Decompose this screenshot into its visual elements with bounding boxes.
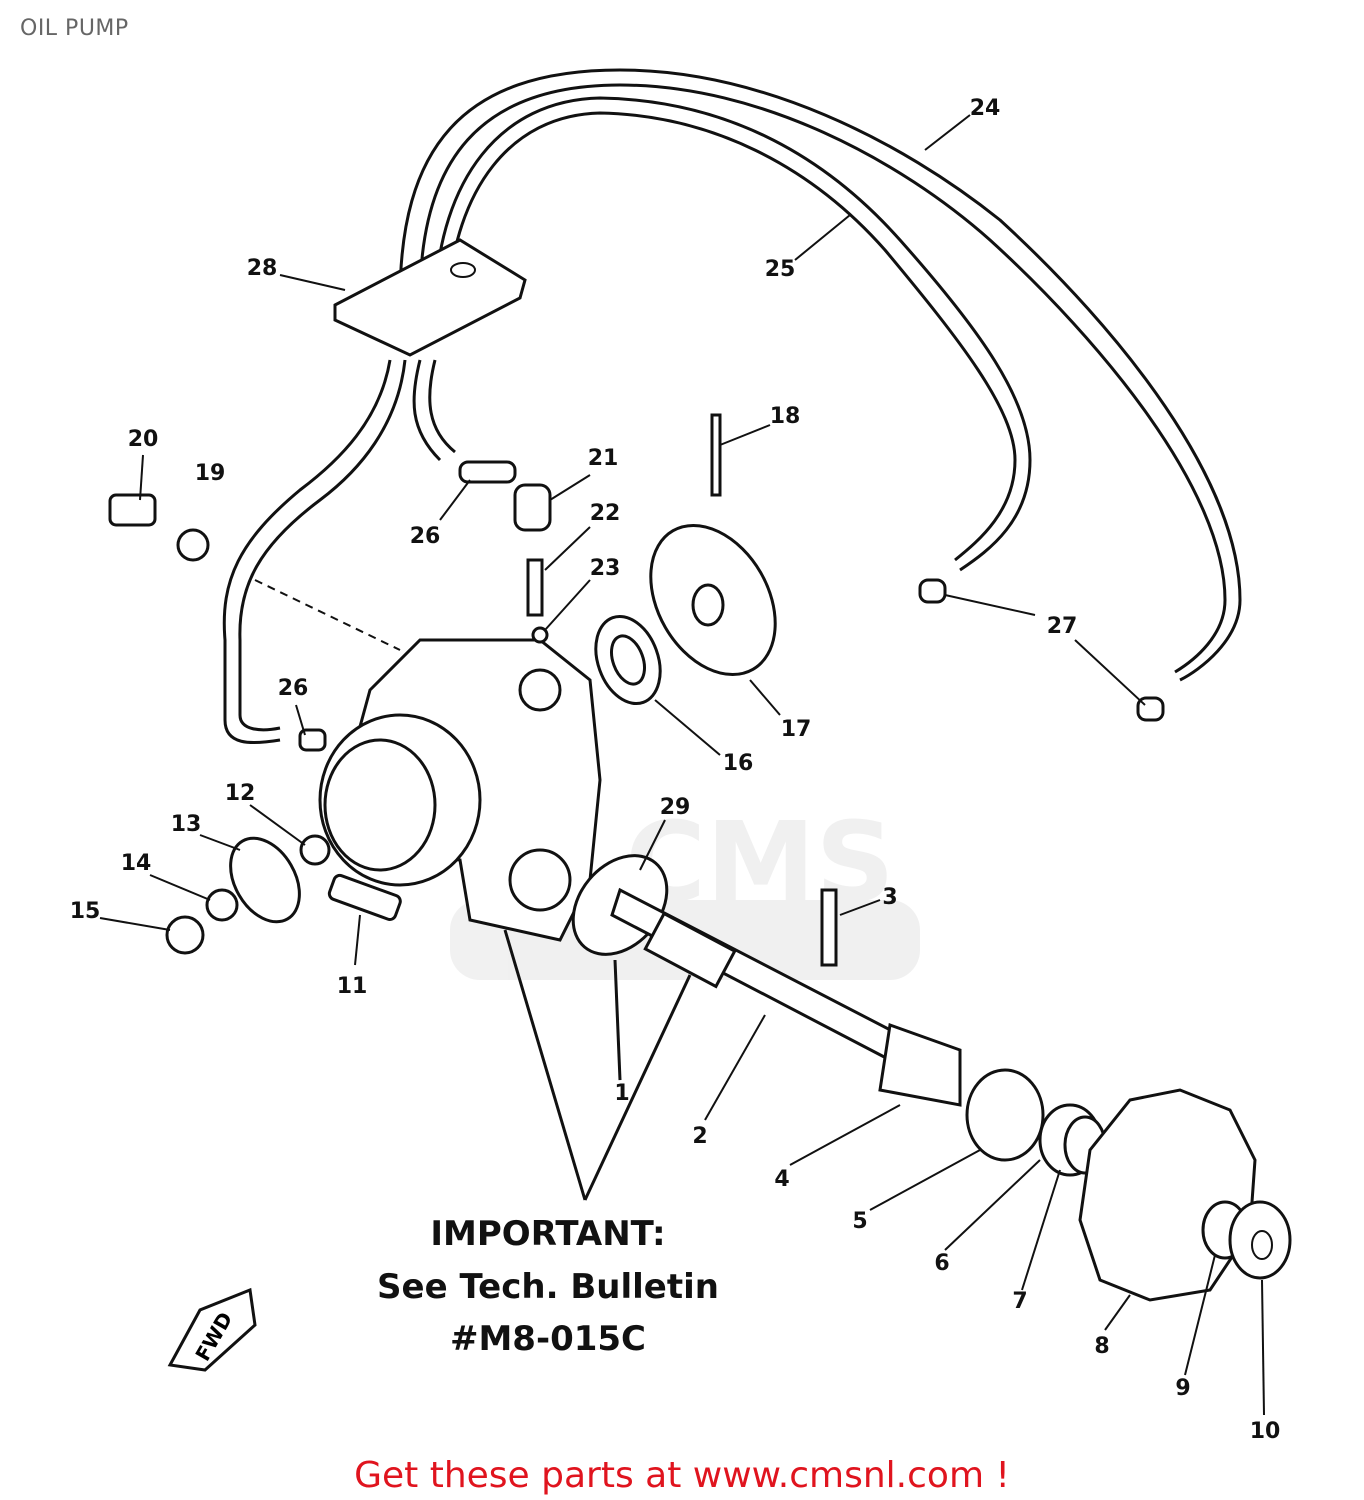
hose-bracket-part-28 [333,238,527,357]
callout-17: 17 [781,717,812,742]
forward-arrow-icon: FWD [167,1287,257,1372]
callout-6: 6 [934,1251,949,1276]
callout-2: 2 [692,1124,707,1149]
callout-24: 24 [970,96,1001,121]
callout-29: 29 [660,795,691,820]
callout-18: 18 [770,404,801,429]
callout-21: 21 [588,446,619,471]
note-line-1: IMPORTANT: [430,1214,665,1254]
callout-13: 13 [171,812,202,837]
callout-19: 19 [195,461,226,486]
callout-26: 26 [410,524,441,549]
svg-text:CMS: CMS [625,798,894,926]
callout-9: 9 [1175,1376,1190,1401]
note-line-2: See Tech. Bulletin [377,1267,719,1307]
callout-5: 5 [852,1209,867,1234]
note-line-3: #M8-015C [450,1319,646,1359]
important-note: IMPORTANT: See Tech. Bulletin #M8-015C [377,1214,719,1359]
callout-20: 20 [128,427,159,452]
callout-16: 16 [723,751,754,776]
callout-4: 4 [774,1167,789,1192]
leader-lines [99,114,1265,1416]
callout-1: 1 [614,1081,629,1106]
buy-parts-link[interactable]: Get these parts at www.cmsnl.com ! [354,1455,1010,1496]
callout-12: 12 [225,781,256,806]
callout-7: 7 [1012,1289,1027,1314]
callout-3: 3 [882,885,897,910]
callout-22: 22 [590,501,621,526]
callout-10: 10 [1250,1419,1281,1444]
callout-25: 25 [765,257,796,282]
callout-28: 28 [247,256,278,281]
callout-14: 14 [121,851,152,876]
callout-26b: 26 [278,676,309,701]
part-callouts: 24 25 28 18 20 19 21 22 26 23 27 17 26 1… [70,96,1281,1444]
drive-shaft-assembly [610,887,1292,1302]
callout-8: 8 [1094,1334,1109,1359]
callout-11: 11 [337,974,368,999]
oil-hoses [222,68,1242,745]
callout-23: 23 [590,556,621,581]
page-title: OIL PUMP [20,16,129,41]
pump-body [318,638,602,942]
small-parts [108,413,1165,967]
callout-27: 27 [1047,614,1078,639]
callout-15: 15 [70,899,101,924]
